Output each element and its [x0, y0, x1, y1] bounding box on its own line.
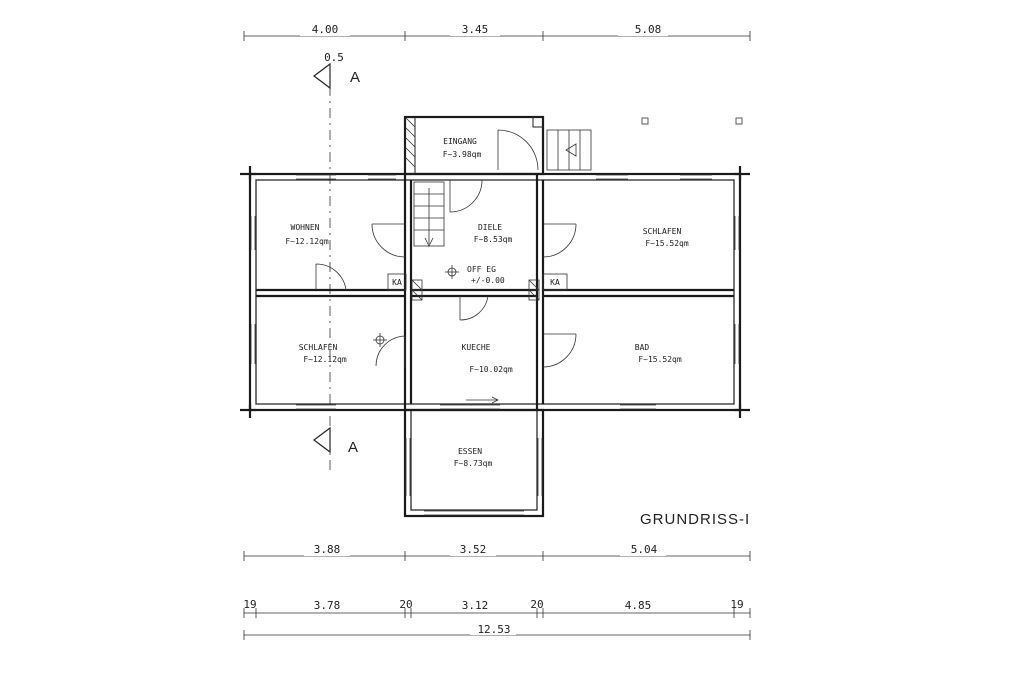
bottom1-dim-3: 5.04 [631, 543, 658, 556]
room-area: F~10.02qm [469, 365, 513, 374]
room-name: WOHNEN [291, 223, 320, 232]
ka-label: KA [550, 278, 560, 287]
bottom-dimension-chain-2: 19 3.78 20 3.12 20 4.85 19 [243, 598, 751, 618]
bottom2-dim-4: 3.12 [462, 599, 489, 612]
room-area: F~15.52qm [638, 355, 682, 364]
room-name: ESSEN [458, 447, 482, 456]
marker-square [641, 117, 649, 125]
section-label-bottom: A [348, 439, 358, 456]
room-eingang: EINGANG F~3.98qm [443, 137, 482, 159]
level-name: OFF EG [467, 265, 496, 274]
top-dimension-chain: 4.00 3.45 5.08 [243, 23, 751, 41]
bottom2-dim-6: 4.85 [625, 599, 652, 612]
room-bad: BAD F~15.52qm [635, 343, 682, 364]
room-name: BAD [635, 343, 650, 352]
bottom2-dim-7: 19 [730, 598, 743, 611]
dining-bay [403, 396, 545, 518]
room-name: KUECHE [462, 343, 491, 352]
ka-label: KA [392, 278, 402, 287]
bottom2-dim-1: 19 [243, 598, 256, 611]
staircase [413, 181, 445, 247]
bottom1-dim-1: 3.88 [314, 543, 341, 556]
room-schlafen-2: SCHLAFEN F~12.12qm [299, 343, 347, 364]
bottom2-dim-5: 20 [530, 598, 543, 611]
room-area: F~8.53qm [474, 235, 513, 244]
drawing-title: GRUNDRISS-I [640, 511, 750, 528]
room-name: SCHLAFEN [643, 227, 682, 236]
marker-square [735, 117, 743, 125]
room-name: DIELE [478, 223, 502, 232]
room-area: F~12.12qm [303, 355, 347, 364]
walls [240, 166, 750, 418]
total-dim: 12.53 [477, 623, 510, 636]
room-diele: DIELE F~8.53qm [474, 223, 513, 244]
room-area: F~12.12qm [285, 237, 329, 246]
top-dim-3: 5.08 [635, 23, 662, 36]
section-marker-top: 0.5 A [313, 51, 360, 90]
room-name: SCHLAFEN [299, 343, 338, 352]
section-offset: 0.5 [324, 51, 344, 64]
level-marker: OFF EG +/-0.00 [445, 265, 505, 285]
bottom2-dim-2: 3.78 [314, 599, 341, 612]
bottom2-dim-3: 20 [399, 598, 412, 611]
level-value: +/-0.00 [471, 276, 505, 285]
room-name: EINGANG [443, 137, 477, 146]
bottom-dimension-chain-1: 3.88 3.52 5.04 [243, 543, 751, 561]
top-dim-2: 3.45 [462, 23, 489, 36]
chimney-units: KA KA [387, 273, 568, 301]
room-area: F~8.73qm [454, 459, 493, 468]
room-essen: ESSEN F~8.73qm [454, 447, 493, 468]
entrance-annex [403, 115, 592, 176]
total-dimension: 12.53 [243, 623, 751, 640]
room-area: F~3.98qm [443, 150, 482, 159]
bottom1-dim-2: 3.52 [460, 543, 487, 556]
room-area: F~15.52qm [645, 239, 689, 248]
section-marker-bottom: A [313, 426, 358, 456]
doors [315, 179, 577, 368]
top-dim-1: 4.00 [312, 23, 339, 36]
room-wohnen: WOHNEN F~12.12qm [285, 223, 329, 246]
room-schlafen-1: SCHLAFEN F~15.52qm [643, 227, 689, 248]
section-label-top: A [350, 69, 360, 86]
room-kueche: KUECHE F~10.02qm [462, 343, 513, 374]
level-marker-small [373, 333, 387, 347]
